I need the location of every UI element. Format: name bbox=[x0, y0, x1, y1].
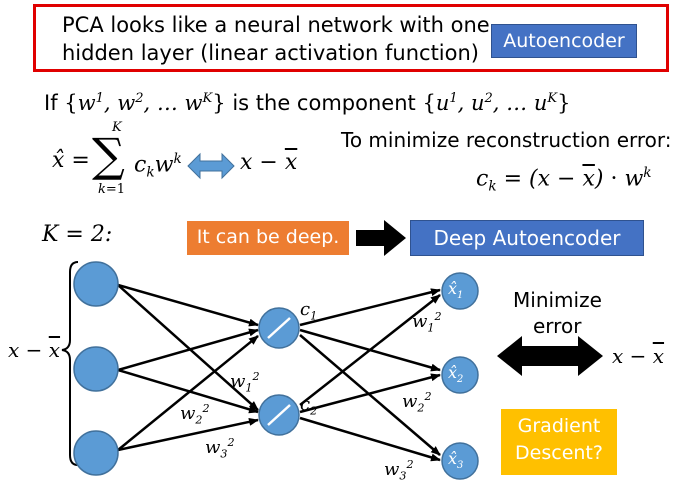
deep-label: It can be deep. bbox=[187, 221, 349, 255]
input-label: x − x bbox=[8, 338, 61, 362]
weight-label-w2-right: w22 bbox=[402, 390, 432, 415]
minimize-title: To minimize reconstruction error: bbox=[341, 128, 672, 152]
header-line-1: PCA looks like a neural network with one bbox=[62, 13, 490, 37]
output-label: x − x bbox=[612, 344, 665, 368]
input-brace bbox=[61, 261, 79, 466]
linear-activation-icon bbox=[267, 317, 291, 339]
minimize-error-line1: Minimize bbox=[513, 288, 602, 312]
output-node-3 bbox=[441, 442, 479, 480]
ck-formula: ck = (x − x) · wk bbox=[476, 165, 652, 195]
component-statement: If {w1, w2, … wK} is the component {u1, … bbox=[44, 91, 570, 115]
deep-autoencoder-label: Deep Autoencoder bbox=[410, 220, 644, 256]
sum-sign: ∑ bbox=[92, 128, 125, 182]
output-label-2: x̂2 bbox=[448, 363, 464, 386]
sum-term: ckwk bbox=[134, 151, 182, 181]
weight-label-w1-right: w12 bbox=[412, 310, 442, 335]
input-node-3 bbox=[73, 430, 119, 476]
is-component-text: is the component bbox=[232, 91, 416, 115]
autoencoder-label: Autoencoder bbox=[491, 24, 637, 58]
gradient-descent-box: Gradient Descent? bbox=[501, 409, 617, 475]
linear-activation-icon bbox=[267, 404, 291, 426]
weight-label-w3-right: w32 bbox=[384, 458, 414, 483]
xhat-symbol: x̂ = bbox=[52, 148, 90, 173]
w-set: {w1, w2, … wK} bbox=[64, 91, 226, 115]
output-label-1: x̂1 bbox=[448, 279, 464, 302]
input-node-2 bbox=[73, 346, 119, 392]
input-hidden-edges bbox=[117, 283, 259, 452]
output-label-3: x̂3 bbox=[448, 449, 464, 472]
sum-upper: K bbox=[112, 120, 122, 135]
input-node-1 bbox=[73, 261, 119, 307]
u-set: {u1, u2, … uK} bbox=[422, 91, 571, 115]
hidden-label-c1: c1 bbox=[300, 299, 318, 323]
output-node-2 bbox=[441, 356, 479, 394]
gradient-line1: Gradient bbox=[517, 415, 601, 437]
sum-lower: k=1 bbox=[98, 182, 126, 197]
if-word: If bbox=[44, 91, 58, 115]
output-node-1 bbox=[441, 272, 479, 310]
weight-label-w3-left: w32 bbox=[205, 436, 235, 461]
weight-label-w2-left: w22 bbox=[180, 402, 210, 427]
weight-label-w1-left: w12 bbox=[230, 370, 260, 395]
hidden-label-c2: c2 bbox=[300, 394, 318, 418]
k-label: K = 2: bbox=[42, 222, 113, 247]
minimize-error-arrow-icon bbox=[497, 336, 603, 376]
gradient-line2: Descent? bbox=[515, 442, 603, 464]
header-line-2: hidden layer (linear activation function… bbox=[62, 41, 479, 65]
minimize-error-line2: error bbox=[533, 314, 582, 338]
hidden-output-edges bbox=[299, 288, 441, 462]
x-minus-xbar: x − x bbox=[240, 150, 298, 175]
